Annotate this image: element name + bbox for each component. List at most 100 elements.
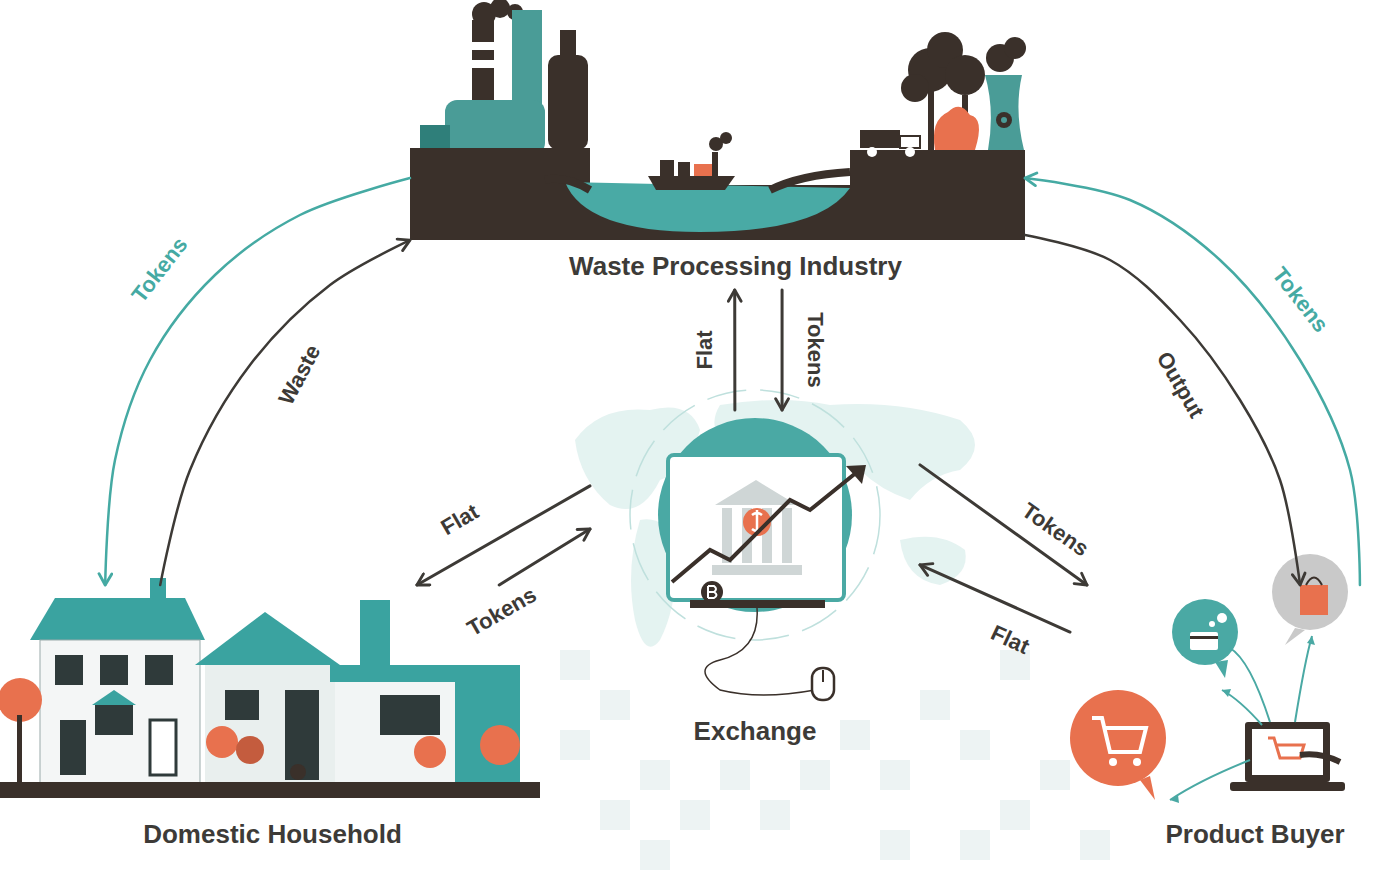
flow-label: Tokens [803,312,827,387]
flow-label: Tokens [1267,263,1332,337]
industry-illustration [720,132,732,144]
industry-illustration [985,75,1024,150]
industry-illustration [905,147,915,157]
industry-illustration [996,112,1012,128]
pixel-grid [640,840,670,870]
world-map [900,537,966,585]
industry-illustration [648,176,735,190]
household-illustration [60,720,86,775]
pixel-grid [560,730,590,760]
household-node: Domestic Household [0,585,545,860]
buyer-illustration [1172,599,1238,665]
node-label: Domestic Household [143,820,402,850]
industry-illustration [901,74,929,102]
pixel-grid [1080,830,1110,860]
pixel-grid [1040,760,1070,790]
industry-illustration [770,172,850,190]
exchange-illustration [690,600,825,608]
flow-arrow [1025,178,1360,585]
flow-arrow [417,486,590,585]
industry-illustration [410,148,590,240]
household-illustration [414,736,446,768]
household-illustration [150,578,166,598]
buyer-illustration [1092,718,1146,752]
household-illustration [225,690,259,720]
household-illustration [360,600,390,665]
industry-node: Waste Processing Industry [410,0,1025,290]
pixel-grid [600,690,630,720]
buyer-illustration [1170,636,1315,803]
industry-illustration [678,162,690,176]
flow-label: Tokens [463,583,540,642]
industry-illustration [660,160,674,176]
exchange-illustration [672,468,862,582]
buyer-illustration [1300,754,1340,762]
exchange-illustration [658,418,852,612]
pixel-grid [800,760,830,790]
buyer-illustration [1190,632,1218,650]
industry-illustration [860,130,900,148]
buyer-illustration [1190,636,1218,639]
industry-illustration [934,107,979,150]
buyer-illustration [1170,636,1312,800]
buyer-node: Product Buyer [1070,585,1390,860]
exchange-illustration [630,390,880,640]
pixel-grid [680,800,710,830]
industry-illustration [1004,37,1026,59]
exchange-illustration [705,608,815,695]
buyer-illustration [1217,613,1227,623]
world-map [575,400,975,647]
pixel-grid [1000,800,1030,830]
flow-label: Tokens [127,233,192,307]
household-illustration [195,612,340,665]
industry-illustration [900,136,920,148]
flow-label: Flat [987,621,1033,659]
flow-label: Output [1152,348,1209,423]
exchange-node: Exchange [590,410,920,755]
flow-label: Flat [693,330,717,369]
household-illustration [0,578,540,798]
industry-illustration [945,55,985,95]
household-illustration [335,682,520,785]
industry-illustration [1001,117,1007,123]
household-illustration [0,782,540,798]
pixel-grid [880,760,910,790]
buyer-illustration [1215,660,1228,678]
flow-arrow [920,565,1070,632]
exchange-illustration [715,480,797,505]
industry-illustration [545,179,590,190]
household-illustration [145,655,173,685]
industry-illustration [694,164,712,176]
flow-arrow [733,290,736,410]
household-illustration [330,665,520,682]
buyer-illustration [1070,554,1348,803]
flow-label: Tokens [1017,498,1093,561]
household-illustration [30,598,205,640]
industry-illustration [472,42,494,50]
household-illustration [380,695,440,735]
node-label: Exchange [694,717,817,747]
industry-illustration [928,90,934,150]
flow-arrow [499,529,590,585]
buyer-illustration [1272,554,1348,630]
exchange-illustration [822,670,824,682]
exchange-illustration [701,581,723,603]
flow-label: Flat [437,500,483,541]
industry-illustration [410,0,1026,240]
pixel-grid [960,830,990,860]
exchange-illustration [680,466,832,586]
industry-illustration [472,60,494,68]
household-illustration [100,655,128,685]
pixel-grid [960,730,990,760]
buyer-illustration [1209,621,1215,627]
pixel-grid [760,800,790,830]
household-illustration [205,665,335,785]
pixel-grid [880,830,910,860]
household-illustration [290,764,306,780]
pixel-grid [640,760,670,790]
household-illustration [92,690,136,705]
household-illustration [40,640,200,785]
household-illustration [236,736,264,764]
pixel-grid [600,800,630,830]
buyer-illustration [1268,738,1304,758]
